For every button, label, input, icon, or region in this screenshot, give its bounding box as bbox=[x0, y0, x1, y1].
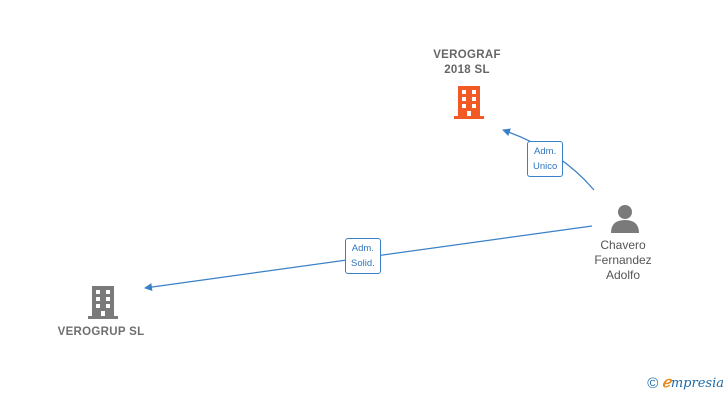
edge-label-adm-solid[interactable]: Adm. Solid. bbox=[345, 238, 381, 274]
company-name-line1: VEROGRAF bbox=[433, 49, 501, 61]
copyright-symbol: © bbox=[647, 375, 659, 392]
person-name-line1: Chavero bbox=[600, 238, 646, 252]
company-name-line2: 2018 SL bbox=[444, 64, 490, 76]
empresia-logo: © ℯmpresia bbox=[647, 373, 724, 392]
node-verogrup-label[interactable]: VEROGRUP SL bbox=[41, 325, 161, 340]
edge-label-line2: Solid. bbox=[351, 258, 375, 269]
edge-label-line1: Adm. bbox=[351, 243, 374, 254]
person-name-line2: Fernandez bbox=[594, 253, 652, 267]
logo-e: ℯ bbox=[661, 373, 671, 391]
building-icon[interactable] bbox=[452, 84, 486, 120]
building-icon[interactable] bbox=[86, 284, 120, 320]
edge-label-adm-unico[interactable]: Adm. Unico bbox=[527, 141, 564, 177]
node-person-label[interactable]: Chavero Fernandez Adolfo bbox=[573, 238, 673, 283]
edge-label-line2: Unico bbox=[533, 161, 558, 172]
person-name-line3: Adolfo bbox=[605, 268, 641, 282]
edge-label-line1: Adm. bbox=[534, 146, 557, 157]
person-icon[interactable] bbox=[609, 203, 641, 233]
company-name-line1: VEROGRUP SL bbox=[57, 326, 145, 338]
logo-text: mpresia bbox=[670, 376, 724, 391]
node-verograf-label[interactable]: VEROGRAF 2018 SL bbox=[417, 48, 517, 78]
